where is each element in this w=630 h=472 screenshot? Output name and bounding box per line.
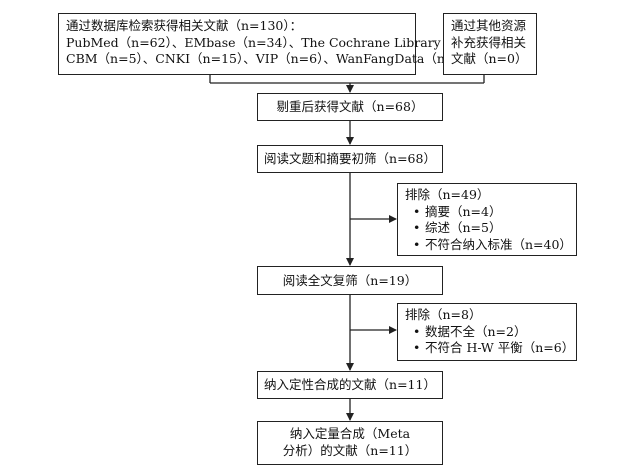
quantitative-synthesis-line-2: 分析）的文献（n=11） [282, 442, 418, 458]
dedup-label: 剔重后获得文献（n=68） [276, 99, 424, 114]
full-text-screen-box: 阅读全文复筛（n=19） [257, 266, 443, 295]
exclusion-box-1: 排除（n=49） 摘要（n=4） 综述（n=5） 不符合纳入标准（n=40） [397, 183, 577, 256]
database-search-sources-1: PubMed（n=62）、EMbase（n=34）、The Cochrane L… [66, 34, 499, 50]
exclusion-box-2: 排除（n=8） 数据不全（n=2） 不符合 H-W 平衡（n=6） [397, 303, 577, 361]
dedup-box: 剔重后获得文献（n=68） [257, 93, 443, 121]
title-abstract-screen-label: 阅读文题和摘要初筛（n=68） [264, 151, 436, 166]
other-sources-box: 通过其他资源 补充获得相关 文献（n=0） [443, 13, 537, 75]
qualitative-synthesis-label: 纳入定性合成的文献（n=11） [264, 377, 436, 392]
full-text-screen-label: 阅读全文复筛（n=19） [282, 273, 418, 288]
exclusion-2-item: 数据不全（n=2） [413, 324, 576, 341]
other-sources-line-1: 通过其他资源 [451, 18, 527, 33]
quantitative-synthesis-line-1: 纳入定量合成（Meta [289, 426, 411, 441]
other-sources-line-2: 补充获得相关 [451, 34, 527, 50]
exclusion-1-item: 综述（n=5） [413, 220, 576, 237]
exclusion-2-item: 不符合 H-W 平衡（n=6） [413, 340, 576, 357]
database-search-total: 通过数据库检索获得相关文献（n=130）： [66, 18, 303, 33]
quantitative-synthesis-box: 纳入定量合成（Meta 分析）的文献（n=11） [257, 421, 443, 465]
database-search-sources-2: CBM（n=5）、CNKI（n=15）、VIP（n=6）、WanFangData… [66, 51, 476, 66]
exclusion-1-title: 排除（n=49） [405, 187, 490, 202]
exclusion-2-title: 排除（n=8） [405, 307, 482, 322]
database-search-box: 通过数据库检索获得相关文献（n=130）： PubMed（n=62）、EMbas… [58, 13, 499, 75]
exclusion-1-item: 摘要（n=4） [413, 204, 576, 221]
title-abstract-screen-box: 阅读文题和摘要初筛（n=68） [257, 145, 443, 173]
qualitative-synthesis-box: 纳入定性合成的文献（n=11） [257, 371, 443, 399]
exclusion-1-item: 不符合纳入标准（n=40） [413, 237, 576, 254]
other-sources-line-3: 文献（n=0） [451, 51, 528, 66]
